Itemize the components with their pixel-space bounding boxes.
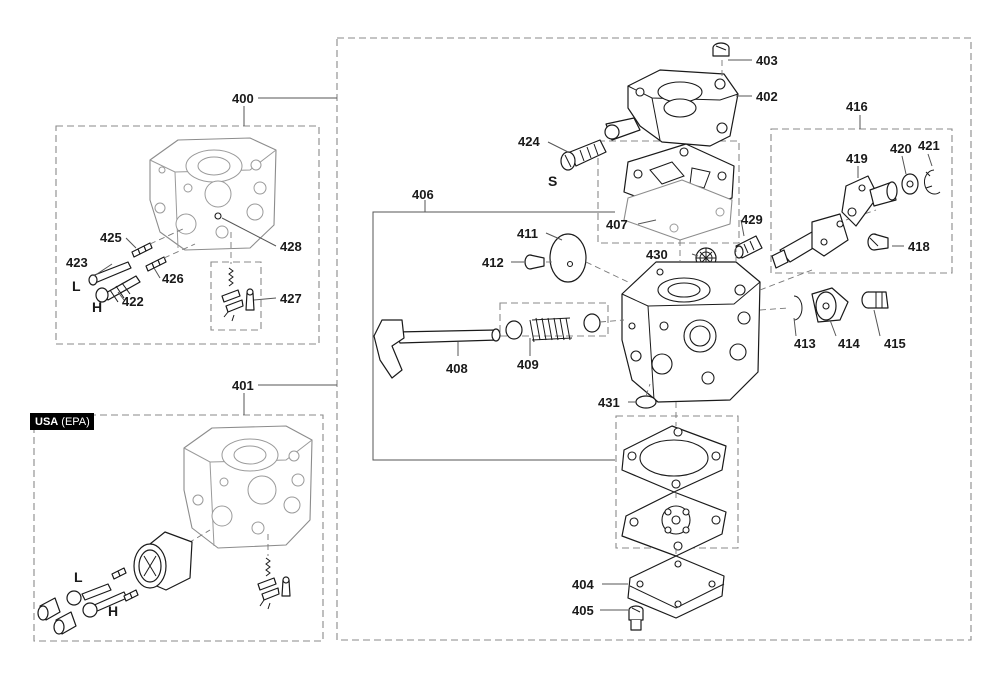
label-416: 416 (846, 99, 868, 114)
label-420: 420 (890, 141, 912, 156)
o-ring-431 (635, 383, 657, 409)
screw-424 (560, 139, 607, 171)
label-409: 409 (517, 357, 539, 372)
region-tag: USA (EPA) (30, 413, 94, 430)
throttle-shaft-408 (373, 319, 501, 379)
label-401: 401 (232, 378, 254, 393)
screw-405 (628, 605, 644, 631)
group-416-box (770, 128, 953, 274)
cover-404 (627, 555, 725, 619)
screw-set-401 (37, 567, 139, 635)
screw-415 (861, 291, 889, 309)
marker-h-top: H (92, 299, 102, 315)
needle-valve-416 (771, 209, 877, 269)
carburetor-body-401 (183, 425, 313, 549)
spring-set-409 (505, 313, 625, 343)
svg-text:USA (EPA): USA (EPA) (35, 416, 90, 428)
limiter-cap-401 (133, 529, 211, 591)
e-clip-413 (793, 295, 803, 321)
label-423: 423 (66, 255, 88, 270)
label-414: 414 (838, 336, 860, 351)
label-413: 413 (794, 336, 816, 351)
label-404: 404 (572, 577, 594, 592)
label-428: 428 (280, 239, 302, 254)
throttle-disc-411 (549, 233, 629, 283)
label-407: 407 (606, 217, 628, 232)
pump-cover-402 (604, 60, 739, 147)
label-402: 402 (756, 89, 778, 104)
label-412: 412 (482, 255, 504, 270)
marker-h-bottom: H (108, 603, 118, 619)
group-406-bracket (372, 211, 615, 461)
nozzle-429 (734, 235, 763, 259)
label-424: 424 (518, 134, 540, 149)
carburetor-body-400 (149, 137, 277, 251)
label-422: 422 (122, 294, 144, 309)
gasket-407 (623, 143, 735, 241)
label-406: 406 (412, 187, 434, 202)
main-assembly-box (336, 37, 972, 641)
box-409 (499, 302, 609, 337)
gasket-lower (621, 425, 727, 493)
kit-401-box (33, 414, 324, 642)
label-418: 418 (908, 239, 930, 254)
box-427 (210, 261, 262, 331)
marker-l-bottom: L (74, 569, 83, 585)
label-426: 426 (162, 271, 184, 286)
e-clip-421 (924, 169, 941, 195)
label-427: 427 (280, 291, 302, 306)
kit-400-box (55, 125, 320, 345)
screw-403 (712, 42, 730, 57)
diaphragm-lower (621, 491, 727, 557)
region-tag-bg (30, 413, 94, 430)
label-405: 405 (572, 603, 594, 618)
label-419: 419 (846, 151, 868, 166)
label-408: 408 (446, 361, 468, 376)
screw-418 (867, 233, 889, 251)
label-421: 421 (918, 138, 940, 153)
region-tag-rest: (EPA) (58, 416, 90, 428)
marker-l-top: L (72, 278, 81, 294)
region-tag-bold: USA (35, 416, 58, 428)
screw-set-400 (88, 227, 196, 303)
needle-lever-401 (257, 534, 291, 610)
label-403: 403 (756, 53, 778, 68)
carburetor-body-main (621, 248, 761, 403)
label-400: 400 (232, 91, 254, 106)
needle-lever-427-400 (221, 232, 255, 322)
label-431: 431 (598, 395, 620, 410)
washer-420 (901, 173, 919, 195)
marker-s: S (548, 173, 557, 189)
label-425: 425 (100, 230, 122, 245)
cam-414 (759, 287, 849, 323)
screw-412 (524, 254, 556, 270)
leader-lines (93, 59, 933, 611)
label-415: 415 (884, 336, 906, 351)
label-429: 429 (741, 212, 763, 227)
lever-419 (841, 175, 898, 227)
label-430: 430 (646, 247, 668, 262)
label-411: 411 (517, 226, 538, 241)
